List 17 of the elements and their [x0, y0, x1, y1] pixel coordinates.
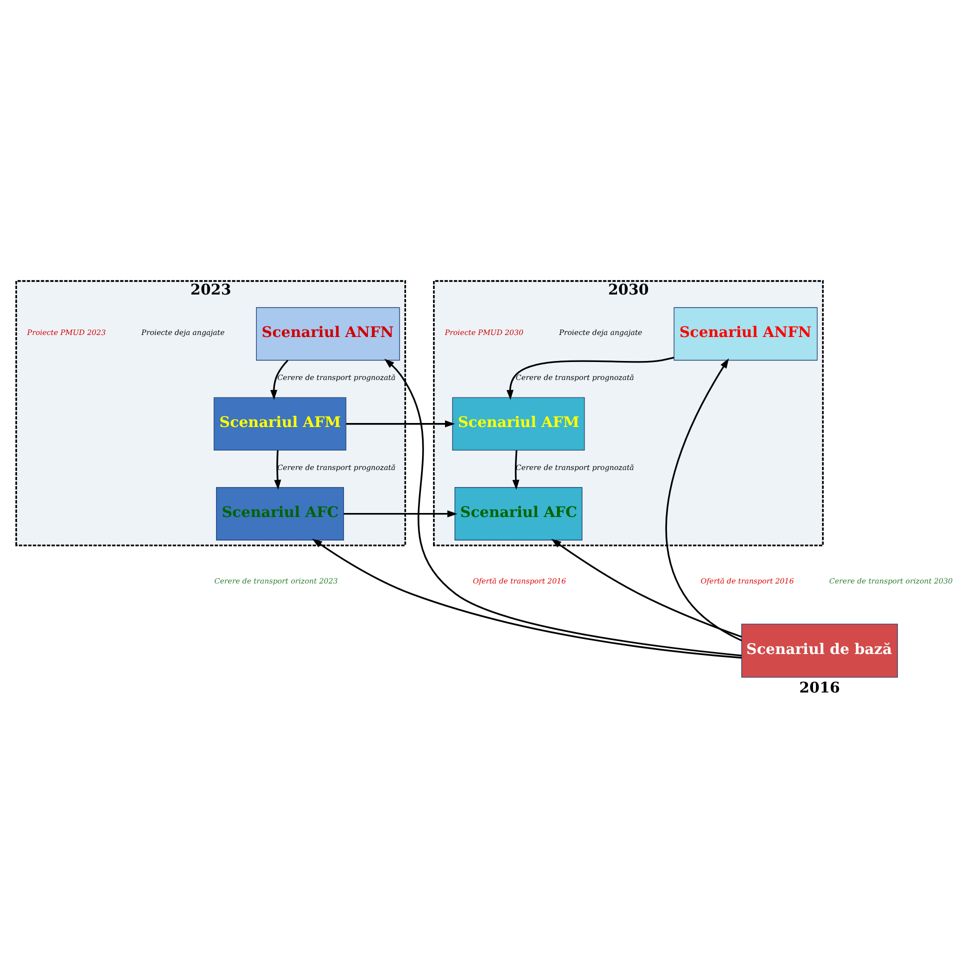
arrow [270, 360, 288, 400]
arrow [312, 538, 742, 659]
arrow [551, 538, 742, 638]
arrow [384, 358, 742, 656]
node-box: Scenariul AFC [216, 487, 344, 540]
arrow [274, 450, 282, 490]
node-box: Scenariul ANFN [256, 307, 400, 361]
arrow [344, 510, 458, 518]
node-box: Scenariul AFM [452, 397, 585, 451]
arrow [666, 358, 742, 642]
node-label: 2016 [799, 679, 840, 696]
arrow [346, 420, 456, 428]
node-box: Scenariul AFC [454, 487, 582, 540]
node-box: Scenariul ANFN [674, 307, 818, 361]
arrow [512, 450, 520, 490]
node-box: Scenariul AFM [214, 397, 346, 451]
arrow [506, 356, 674, 400]
